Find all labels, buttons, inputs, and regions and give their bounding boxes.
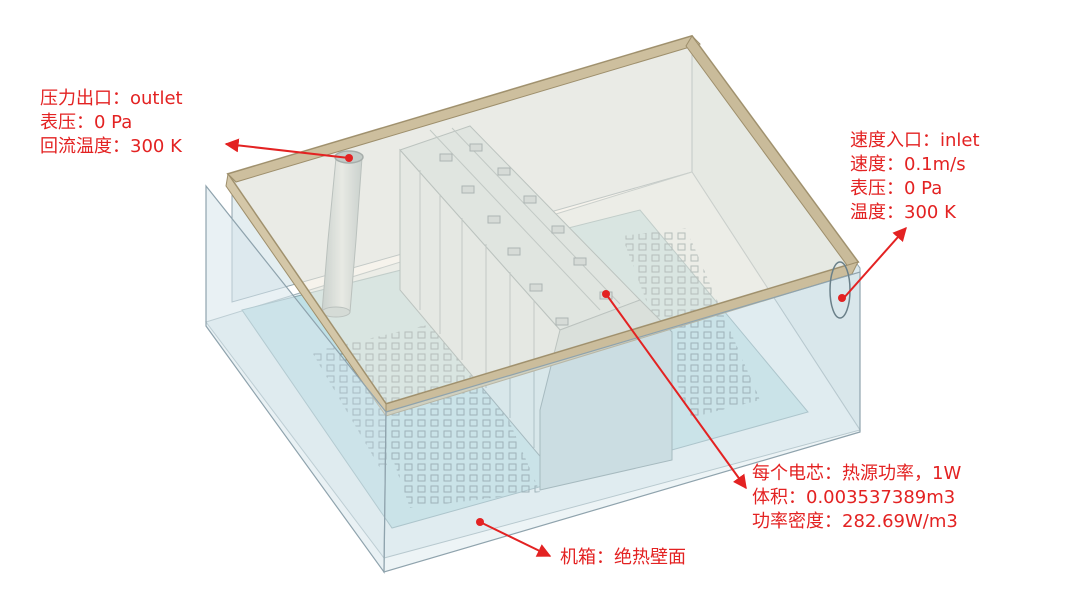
outlet-label-line2: 表压：0 Pa (40, 112, 133, 133)
cell-dot (602, 290, 610, 298)
outlet-arrow (224, 138, 350, 159)
inlet-dot (838, 294, 846, 302)
inlet-arrow (841, 226, 907, 301)
inlet-label-line3: 表压：0 Pa (850, 178, 943, 199)
enclosure-label-line1: 机箱：绝热壁面 (560, 547, 686, 568)
inlet-label: 速度入口：inlet 速度：0.1m/s 表压：0 Pa 温度：300 K (850, 129, 980, 225)
annotation-arrows (224, 138, 907, 557)
outlet-label: 压力出口：outlet 表压：0 Pa 回流温度：300 K (40, 87, 183, 159)
cell-label: 每个电芯：热源功率，1W 体积：0.003537389m3 功率密度：282.6… (752, 462, 961, 534)
inlet-label-line4: 温度：300 K (850, 202, 956, 223)
inlet-label-line1: 速度入口：inlet (850, 130, 980, 151)
enclosure-label: 机箱：绝热壁面 (560, 546, 686, 570)
enclosure-front (205, 184, 861, 574)
enclosure-lid (225, 34, 860, 418)
cell-label-line2: 体积：0.003537389m3 (752, 487, 956, 508)
enclosure-front-wall (383, 271, 861, 573)
plate-holes-front (382, 400, 540, 508)
outlet-dot (345, 154, 353, 162)
cell-label-line3: 功率密度：282.69W/m3 (752, 511, 958, 532)
enclosure-dot (476, 518, 484, 526)
enclosure-arrow (479, 521, 552, 557)
cell-label-line1: 每个电芯：热源功率，1W (752, 463, 962, 484)
outlet-label-line1: 压力出口：outlet (40, 88, 183, 109)
inlet-label-line2: 速度：0.1m/s (850, 154, 966, 175)
outlet-label-line3: 回流温度：300 K (40, 136, 182, 157)
lid-rim (227, 35, 701, 183)
annotation-dots (345, 154, 846, 526)
cell-arrow (605, 293, 747, 490)
